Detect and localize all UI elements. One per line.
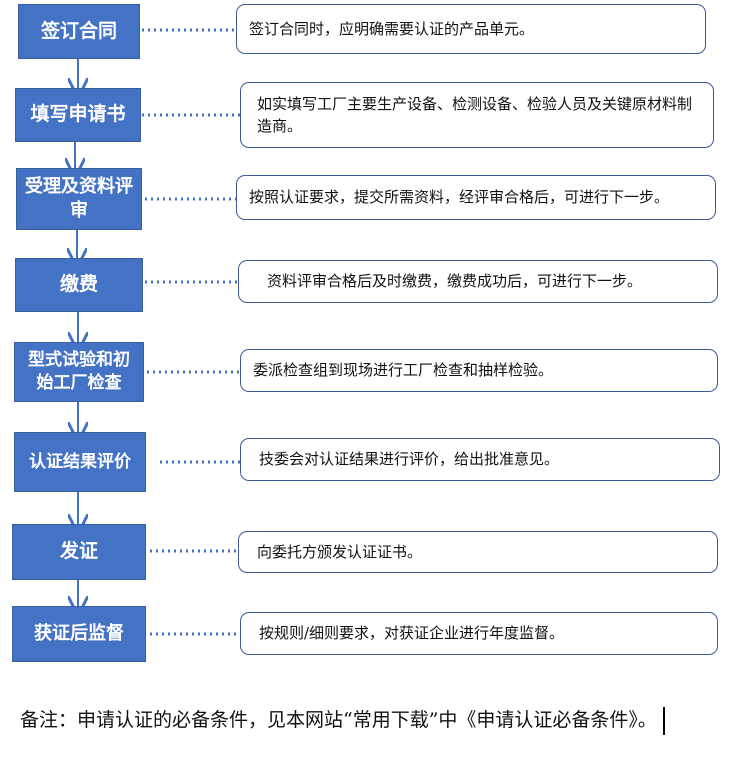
- note-issue-certificate: 向委托方颁发认证证书。: [238, 531, 718, 573]
- note-certification-evaluation: 技委会对认证结果进行评价，给出批准意见。: [240, 438, 720, 481]
- note-fill-application: 如实填写工厂主要生产设备、检测设备、检验人员及关键原材料制造商。: [240, 82, 714, 148]
- step-fill-application: 填写申请书: [15, 88, 141, 142]
- note-type-test-factory-inspection: 委派检查组到现场进行工厂检查和抽样检验。: [240, 349, 718, 392]
- remark-text: 备注：申请认证的必备条件，见本网站“常用下载”中《申请认证必备条件》。: [20, 696, 710, 744]
- note-payment: 资料评审合格后及时缴费，缴费成功后，可进行下一步。: [238, 260, 718, 303]
- note-sign-contract: 签订合同时，应明确需要认证的产品单元。: [236, 4, 706, 54]
- step-certification-evaluation: 认证结果评价: [14, 432, 146, 492]
- step-post-certification-surveillance: 获证后监督: [12, 606, 146, 662]
- step-sign-contract: 签订合同: [18, 4, 140, 59]
- step-issue-certificate: 发证: [12, 524, 146, 580]
- step-acceptance-review: 受理及资料评审: [16, 168, 142, 230]
- step-type-test-factory-inspection: 型式试验和初始工厂检查: [14, 342, 144, 402]
- step-payment: 缴费: [15, 258, 143, 312]
- note-post-certification-surveillance: 按规则/细则要求，对获证企业进行年度监督。: [240, 612, 718, 655]
- text-cursor: [662, 707, 665, 735]
- note-acceptance-review: 按照认证要求，提交所需资料，经评审合格后，可进行下一步。: [236, 175, 716, 220]
